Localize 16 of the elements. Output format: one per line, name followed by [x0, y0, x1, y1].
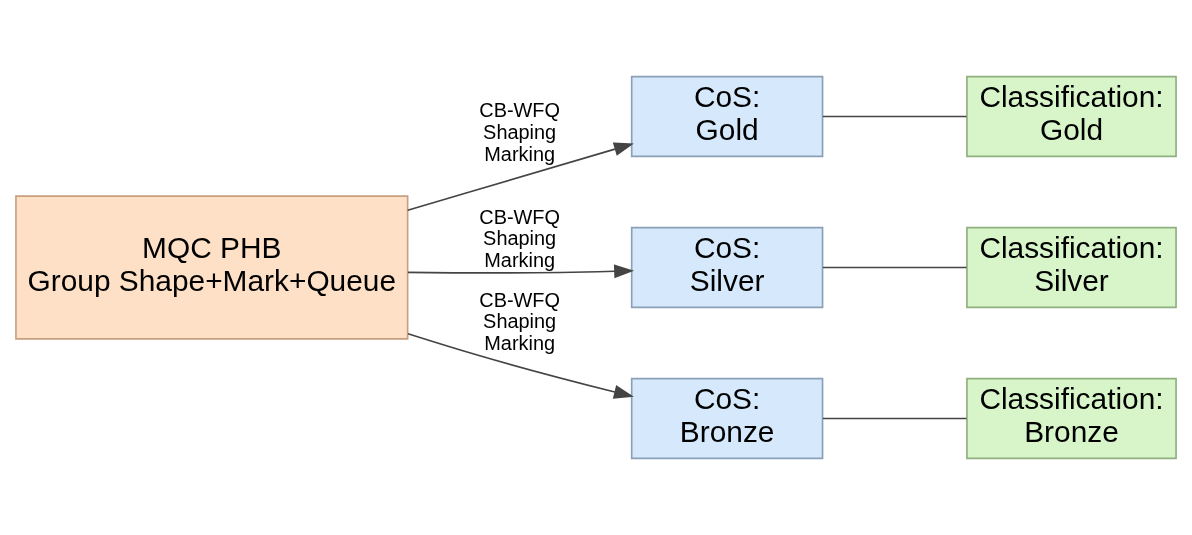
arrow [406, 142, 634, 211]
arrow [407, 264, 635, 279]
arrow [407, 332, 634, 399]
node-box: Classification: Bronze [966, 377, 1177, 460]
node-box: MQC PHB Group Shape+Mark+Queue [15, 195, 409, 340]
edge-label: CB-WFQ Shaping Marking [479, 205, 561, 271]
edge-label: CB-WFQ Shaping Marking [479, 288, 561, 354]
node-box: CoS: Bronze [630, 377, 824, 460]
connector [822, 266, 968, 269]
node-box: CoS: Gold [630, 75, 824, 158]
connector [822, 417, 968, 420]
edge-label: CB-WFQ Shaping Marking [479, 99, 561, 165]
node-box: Classification: Gold [966, 75, 1177, 158]
node-box: Classification: Silver [966, 226, 1177, 309]
connector [822, 115, 968, 118]
node-box: CoS: Silver [630, 226, 824, 309]
